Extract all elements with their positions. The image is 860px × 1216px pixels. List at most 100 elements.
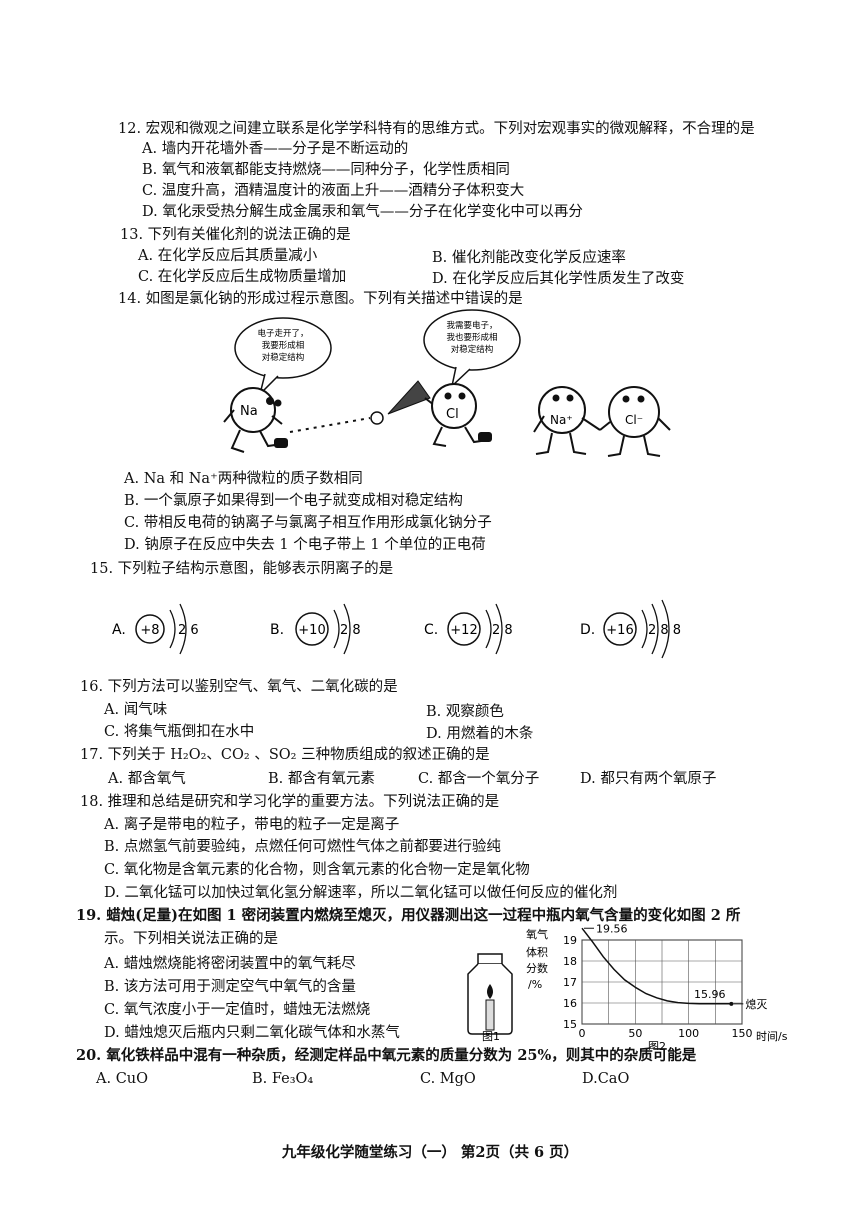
q15-option-a-shells: 2 6 (178, 623, 199, 638)
q17-option-d: D. 都只有两个氧原子 (580, 771, 717, 787)
q12-option-c: C. 温度升高，酒精温度计的液面上升——酒精分子体积变大 (142, 183, 525, 199)
chart-ytick-label: 16 (563, 997, 577, 1010)
fig2-label: 图2 (648, 1040, 666, 1050)
q15-option-c-diagram: C. +12 2 8 (424, 603, 513, 655)
chlorine-atom-character: Cl (431, 383, 492, 447)
q17-option-a: A. 都含氧气 (108, 771, 186, 787)
q20-option-d: D.CaO (582, 1071, 630, 1087)
chart-ytick-label: 17 (563, 976, 577, 989)
q18-option-b: B. 点燃氢气前要验纯，点燃任何可燃性气体之前都要进行验纯 (104, 839, 501, 855)
q19-stem-line1: 19. 蜡烛(足量)在如图 1 密闭装置内燃烧至熄灭，用仪器测出这一过程中瓶内氧… (76, 907, 741, 924)
q20-option-a: A. CuO (96, 1071, 149, 1087)
q15-option-d-letter: D. (580, 622, 595, 638)
q20-option-c: C. MgO (420, 1071, 476, 1087)
q20-stem: 20. 氧化铁样品中混有一种杂质，经测定样品中氧元素的质量分数为 25%，则其中… (76, 1047, 697, 1064)
cl-label: Cl (446, 407, 459, 422)
q16-option-b: B. 观察颜色 (426, 704, 504, 720)
q15-option-a-diagram: A. +8 2 6 (112, 603, 199, 655)
net-icon (387, 380, 431, 415)
q13-option-b: B. 催化剂能改变化学反应速率 (432, 250, 626, 266)
na-label: Na (240, 404, 258, 419)
q18-stem: 18. 推理和总结是研究和学习化学的重要方法。下列说法正确的是 (80, 794, 500, 810)
q18-option-d: D. 二氧化锰可以加快过氧化氢分解速率，所以二氧化锰可以做任何反应的催化剂 (104, 885, 618, 901)
q12-option-d: D. 氧化汞受热分解生成金属汞和氧气——分子在化学变化中可以再分 (142, 204, 583, 220)
annotation-start-value: 19.56 (596, 924, 628, 935)
q18-option-a: A. 离子是带电的粒子，带电的粒子一定是离子 (104, 817, 400, 833)
q15-option-b-letter: B. (270, 622, 284, 638)
q15-option-c-shells: 2 8 (492, 623, 513, 638)
q15-option-d-nucleus: +16 (606, 623, 633, 638)
q14-option-a: A. Na 和 Na⁺两种微粒的质子数相同 (124, 471, 363, 487)
q17-option-c: C. 都含一个氧分子 (418, 771, 540, 787)
flame-icon (487, 984, 493, 999)
q13-option-c: C. 在化学反应后生成物质量增加 (138, 269, 347, 285)
q15-option-b-shells: 2 8 (340, 623, 361, 638)
fig1-label: 图1 (482, 1030, 500, 1042)
na-ion-label: Na⁺ (550, 413, 573, 427)
chart-ylabel-3: 分数 (526, 962, 548, 975)
chloride-ion-character: Cl⁻ (599, 386, 671, 457)
q19-option-a: A. 蜡烛燃烧能将密闭装置中的氧气耗尽 (104, 956, 356, 972)
oxygen-series-line (581, 927, 732, 1005)
bubble1-line2: 我要形成相 (262, 340, 305, 351)
bubble2-line3: 对稳定结构 (451, 344, 494, 355)
q15-option-b-nucleus: +10 (298, 623, 325, 638)
sodium-atom-character: Na (223, 387, 288, 453)
figure-1-candle-jar: 图1 (467, 953, 513, 1042)
q16-option-d: D. 用燃着的木条 (426, 726, 534, 742)
chart-ytick-label: 18 (563, 955, 577, 968)
q19-option-c: C. 氧气浓度小于一定值时，蜡烛无法燃烧 (104, 1002, 371, 1018)
q13-option-a: A. 在化学反应后其质量减小 (138, 248, 318, 264)
speech-bubble-1 (234, 317, 332, 379)
q14-option-b: B. 一个氯原子如果得到一个电子就变成相对稳定结构 (124, 493, 463, 509)
chart-xlabel: 时间/s (756, 1030, 788, 1043)
q12-stem: 12. 宏观和微观之间建立联系是化学学科特有的思维方式。下列对宏观事实的微观解释… (118, 121, 755, 137)
q17-stem: 17. 下列关于 H₂O₂、CO₂ 、SO₂ 三种物质组成的叙述正确的是 (80, 747, 490, 763)
q15-option-d-diagram: D. +16 2 8 8 (580, 599, 681, 659)
q15-option-a-letter: A. (112, 622, 126, 638)
bubble2-line2: 我也要形成相 (446, 332, 497, 343)
q16-option-c: C. 将集气瓶倒扣在水中 (104, 724, 255, 740)
q15-option-c-nucleus: +12 (450, 623, 477, 638)
q15-option-d-shells: 2 8 8 (648, 623, 681, 638)
chart-ytick-label: 19 (563, 934, 577, 947)
q14-option-d: D. 钠原子在反应中失去 1 个电子带上 1 个单位的正电荷 (124, 537, 486, 553)
bubble1-line1: 电子走开了， (257, 328, 308, 339)
annotation-end-value: 15.96 (694, 988, 726, 1001)
q19-option-d: D. 蜡烛熄灭后瓶内只剩二氧化碳气体和水蒸气 (104, 1025, 400, 1041)
atomic-structure-options: A. +8 2 6 B. +10 2 8 C. +12 2 8 D. +16 (112, 599, 681, 659)
chart-ylabel-1: 氧气 (526, 927, 548, 941)
annotation-extinguish-label: 熄灭 (745, 997, 767, 1011)
bubble1-line3: 对稳定结构 (262, 352, 305, 363)
sodium-ion-character: Na⁺ (533, 386, 601, 455)
q13-stem: 13. 下列有关催化剂的说法正确的是 (120, 227, 351, 243)
chart-ylabel-4: /% (528, 978, 542, 991)
cl-ion-label: Cl⁻ (625, 413, 643, 427)
q17-option-b: B. 都含有氧元素 (268, 771, 375, 787)
q19-stem-line2: 示。下列相关说法正确的是 (104, 931, 278, 947)
q12-option-b: B. 氧气和液氧都能支持燃烧——同种分子，化学性质相同 (142, 162, 510, 178)
q15-option-b-diagram: B. +10 2 8 (270, 603, 361, 655)
electron-icon (370, 411, 384, 425)
chart-xtick-label: 0 (579, 1027, 586, 1040)
q14-option-c: C. 带相反电荷的钠离子与氯离子相互作用形成氯化钠分子 (124, 515, 492, 531)
chart-ytick-label: 15 (563, 1018, 577, 1031)
q19-option-b: B. 该方法可用于测定空气中氧气的含量 (104, 979, 356, 995)
q14-stem: 14. 如图是氯化钠的形成过程示意图。下列有关描述中错误的是 (118, 291, 523, 307)
q15-stem: 15. 下列粒子结构示意图，能够表示阴离子的是 (90, 561, 394, 577)
chart-ylabel-2: 体积 (526, 945, 548, 959)
chart-xtick-label: 150 (732, 1027, 753, 1040)
speech-bubble-2 (423, 309, 521, 371)
q15-option-c-letter: C. (424, 622, 438, 638)
bubble2-line1: 我需要电子， (446, 320, 497, 331)
q16-option-a: A. 闻气味 (104, 702, 168, 718)
q12-option-a: A. 墙内开花墙外香——分子是不断运动的 (142, 141, 409, 157)
chart-xtick-label: 50 (628, 1027, 642, 1040)
extinguish-point (729, 1001, 734, 1006)
nacl-formation-illustration: 电子走开了， 我要形成相 对稳定结构 我需要电子， 我也要形成相 对稳定结构 N… (223, 309, 671, 457)
q13-option-d: D. 在化学反应后其化学性质发生了改变 (432, 271, 685, 287)
page-footer: 九年级化学随堂练习（一） 第2页（共 6 页） (281, 1144, 579, 1161)
q18-option-c: C. 氧化物是含氧元素的化合物，则含氧元素的化合物一定是氧化物 (104, 862, 530, 878)
